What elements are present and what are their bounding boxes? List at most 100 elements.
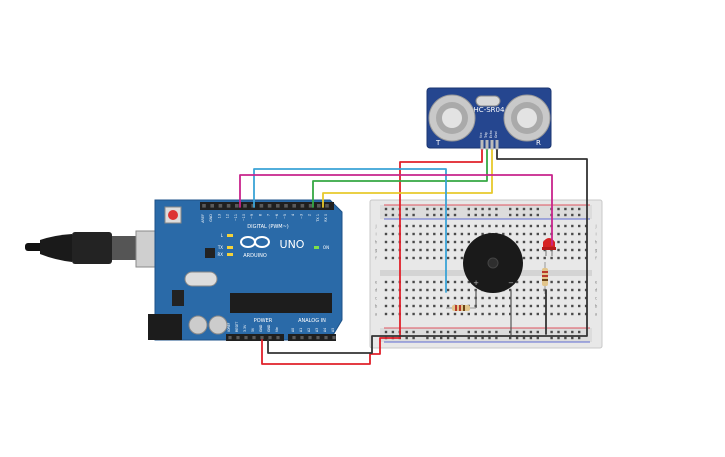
breadboard-hole[interactable] (557, 232, 560, 236)
breadboard-hole[interactable] (543, 256, 546, 260)
breadboard-hole[interactable] (536, 240, 539, 244)
breadboard-hole[interactable] (440, 296, 443, 300)
breadboard-hole[interactable] (391, 248, 395, 252)
rail-hole[interactable] (522, 336, 526, 340)
rail-hole[interactable] (405, 330, 408, 334)
breadboard-hole[interactable] (550, 312, 553, 316)
digital-pin-hole[interactable] (235, 204, 239, 208)
rail-hole[interactable] (391, 213, 395, 217)
breadboard-hole[interactable] (578, 232, 581, 236)
rail-hole[interactable] (446, 207, 450, 211)
breadboard-hole[interactable] (536, 248, 539, 252)
digital-pin-hole[interactable] (243, 204, 247, 208)
breadboard-hole[interactable] (446, 240, 450, 244)
breadboard-hole[interactable] (384, 256, 388, 260)
rail-hole[interactable] (536, 207, 539, 211)
breadboard-hole[interactable] (412, 280, 415, 284)
breadboard-hole[interactable] (384, 240, 388, 244)
breadboard-hole[interactable] (515, 288, 519, 292)
breadboard-hole[interactable] (412, 240, 415, 244)
breadboard-hole[interactable] (564, 304, 567, 308)
rail-hole[interactable] (474, 207, 477, 211)
rail-hole[interactable] (571, 213, 574, 217)
breadboard-hole[interactable] (564, 256, 567, 260)
sensor-pin[interactable] (490, 140, 494, 150)
breadboard-hole[interactable] (446, 248, 450, 252)
breadboard-hole[interactable] (543, 304, 546, 308)
breadboard-hole[interactable] (446, 312, 450, 316)
breadboard-hole[interactable] (481, 312, 484, 316)
breadboard-hole[interactable] (481, 224, 484, 228)
breadboard-hole[interactable] (405, 248, 408, 252)
breadboard-hole[interactable] (412, 312, 415, 316)
breadboard-hole[interactable] (412, 304, 415, 308)
breadboard-hole[interactable] (405, 256, 408, 260)
rail-hole[interactable] (495, 207, 498, 211)
breadboard-hole[interactable] (536, 224, 539, 228)
breadboard-hole[interactable] (571, 280, 574, 284)
breadboard-hole[interactable] (564, 296, 567, 300)
breadboard-hole[interactable] (384, 224, 388, 228)
breadboard-hole[interactable] (460, 280, 464, 284)
rail-hole[interactable] (522, 213, 526, 217)
power-pin-hole[interactable] (228, 336, 232, 340)
breadboard-hole[interactable] (571, 256, 574, 260)
rail-hole[interactable] (440, 330, 443, 334)
rail-hole[interactable] (412, 336, 415, 340)
rail-hole[interactable] (488, 207, 491, 211)
power-pin-hole[interactable] (268, 336, 272, 340)
rail-hole[interactable] (495, 336, 498, 340)
breadboard-hole[interactable] (571, 288, 574, 292)
breadboard-hole[interactable] (488, 312, 491, 316)
breadboard-hole[interactable] (412, 248, 415, 252)
breadboard-hole[interactable] (405, 280, 408, 284)
rail-hole[interactable] (426, 213, 429, 217)
breadboard-hole[interactable] (460, 248, 464, 252)
breadboard-hole[interactable] (384, 232, 388, 236)
digital-pin-hole[interactable] (308, 204, 313, 208)
breadboard-hole[interactable] (440, 224, 443, 228)
breadboard-hole[interactable] (440, 304, 443, 308)
rail-hole[interactable] (529, 207, 533, 211)
rail-hole[interactable] (578, 336, 581, 340)
sensor-pin[interactable] (480, 140, 484, 150)
breadboard-hole[interactable] (578, 312, 581, 316)
digital-pin-hole[interactable] (325, 204, 329, 208)
breadboard-hole[interactable] (426, 296, 429, 300)
breadboard-hole[interactable] (446, 304, 450, 308)
rail-hole[interactable] (564, 213, 567, 217)
breadboard-hole[interactable] (515, 312, 519, 316)
breadboard-hole[interactable] (405, 288, 408, 292)
breadboard-hole[interactable] (571, 312, 574, 316)
rail-hole[interactable] (509, 336, 512, 340)
digital-pin-hole[interactable] (267, 204, 272, 208)
rail-hole[interactable] (509, 207, 512, 211)
breadboard-hole[interactable] (391, 224, 395, 228)
breadboard-hole[interactable] (529, 240, 533, 244)
breadboard-hole[interactable] (419, 280, 422, 284)
breadboard-hole[interactable] (433, 312, 436, 316)
rail-hole[interactable] (488, 336, 491, 340)
wire-gnd[interactable] (267, 149, 588, 354)
breadboard-hole[interactable] (419, 232, 422, 236)
rail-hole[interactable] (433, 213, 436, 217)
breadboard-hole[interactable] (536, 232, 539, 236)
breadboard-hole[interactable] (488, 224, 491, 228)
rail-hole[interactable] (467, 336, 470, 340)
breadboard-hole[interactable] (426, 240, 429, 244)
breadboard-hole[interactable] (515, 304, 519, 308)
breadboard-hole[interactable] (515, 296, 519, 300)
breadboard-hole[interactable] (440, 288, 443, 292)
sensor-pin[interactable] (485, 140, 489, 150)
breadboard-hole[interactable] (564, 288, 567, 292)
breadboard-hole[interactable] (578, 248, 581, 252)
breadboard-hole[interactable] (509, 304, 512, 308)
breadboard-hole[interactable] (578, 240, 581, 244)
breadboard-hole[interactable] (481, 296, 484, 300)
breadboard-hole[interactable] (391, 280, 395, 284)
breadboard-hole[interactable] (536, 296, 539, 300)
breadboard-hole[interactable] (405, 304, 408, 308)
breadboard-hole[interactable] (522, 304, 526, 308)
rail-hole[interactable] (440, 207, 443, 211)
breadboard-hole[interactable] (529, 232, 533, 236)
